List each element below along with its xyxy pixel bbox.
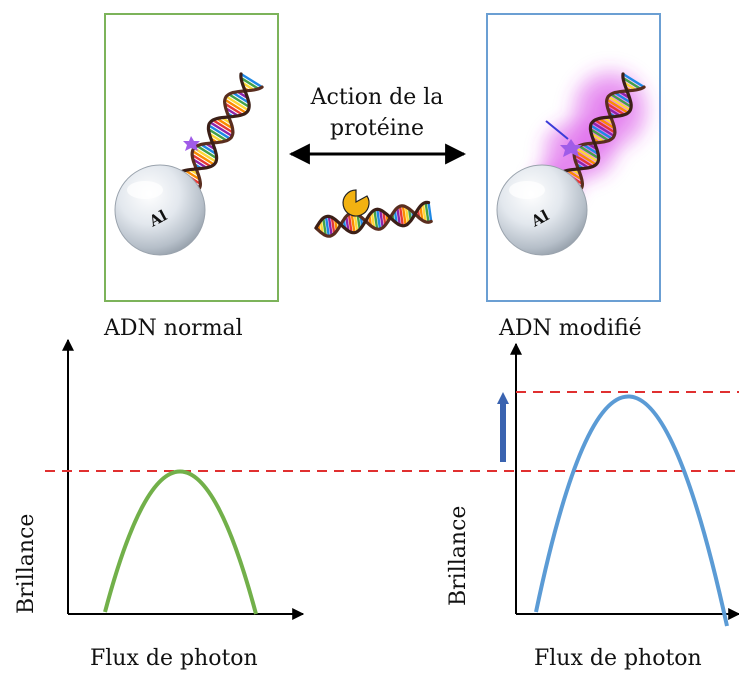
dna-base-pair: [427, 202, 433, 222]
right-x-axis-label: Flux de photon: [534, 646, 702, 671]
dna-base-pair: [573, 150, 597, 166]
dna-base-pair: [324, 216, 330, 237]
left-graph: [45, 338, 739, 620]
dna-base-pair: [225, 95, 249, 112]
dna-base-pair: [574, 158, 590, 169]
dna-base-pair: [573, 153, 594, 168]
dna-base-pair: [184, 169, 201, 181]
dna-base-pair: [591, 121, 615, 138]
dna-base-pair: [421, 203, 427, 223]
probe-line: [545, 120, 569, 140]
dna-strand: [174, 72, 251, 197]
left-panel-frame: [104, 13, 279, 302]
dna-base-pair: [404, 206, 410, 224]
left-y-axis-label: Brillance: [14, 513, 39, 614]
left-x-axis-label: Flux de photon: [90, 646, 258, 671]
left-aluminium-sphere-icon: [114, 164, 206, 256]
dna-strand: [178, 85, 264, 197]
dna-base-pair: [589, 128, 610, 142]
dna-base-pair: [207, 128, 228, 142]
left-panel-caption: ADN normal: [104, 316, 243, 341]
dna-base-pair: [192, 158, 208, 169]
dna-base-pair: [376, 209, 382, 230]
dna-base-pair: [424, 202, 430, 223]
dna-base-pair: [606, 98, 629, 114]
dna-base-pair: [224, 98, 247, 114]
dna-base-pair: [578, 144, 600, 160]
right-fluorophore-star-icon: [560, 139, 582, 157]
dna-base-pair: [373, 209, 379, 230]
dna-base-pair: [370, 211, 376, 229]
dna-base-pair: [356, 214, 361, 230]
dna-base-pair: [191, 153, 212, 168]
dna-strand: [314, 200, 431, 235]
dna-base-pair: [350, 212, 356, 233]
dna-base-pair: [240, 72, 263, 89]
dna-base-pair: [330, 217, 336, 234]
dna-base-pair: [607, 95, 631, 112]
dna-base-pair: [208, 132, 223, 143]
dna-base-pair: [614, 91, 632, 104]
right-panel-caption: ADN modifié: [499, 316, 642, 341]
dna-base-pair: [622, 76, 642, 90]
dna-base-pair: [191, 150, 215, 166]
dna-base-pair: [598, 117, 616, 130]
dna-strand: [560, 85, 646, 197]
dna-base-pair: [232, 91, 250, 104]
dna-base-pair: [594, 119, 616, 134]
up-arrow-icon: [497, 392, 509, 462]
protein-dna-helix-icon: [314, 200, 433, 238]
dna-base-pair: [590, 132, 605, 143]
dna-base-pair: [622, 72, 645, 89]
right-y-axis-label: Brillance: [446, 505, 471, 606]
dna-base-pair: [379, 209, 384, 228]
dna-base-pair: [590, 124, 613, 140]
dna-base-pair: [610, 93, 632, 108]
action-label-line1: Action de la: [310, 85, 444, 110]
dna-base-pair: [240, 76, 260, 90]
dna-base-pair: [575, 147, 599, 163]
dna-strand: [556, 72, 633, 197]
dna-strand: [314, 204, 433, 238]
dna-base-pair: [582, 143, 599, 155]
dna-base-pair: [208, 124, 231, 140]
left-brightness-curve: [103, 469, 258, 615]
dna-base-pair: [322, 217, 327, 236]
dna-base-pair: [196, 144, 218, 160]
dna-base-pair: [327, 216, 333, 236]
action-label: Action de la protéine: [277, 82, 477, 144]
dna-base-pair: [401, 205, 407, 226]
dna-base-pair: [396, 207, 401, 226]
right-panel-frame: [486, 13, 661, 302]
dna-base-pair: [228, 93, 250, 108]
dna-base-pair: [216, 117, 234, 130]
dna-base-pair: [209, 121, 233, 138]
dna-base-pair: [212, 119, 234, 134]
left-fluorophore-star-icon: [183, 136, 200, 151]
right-aluminium-sphere-icon: [496, 164, 588, 256]
protein-enzyme-icon: [342, 189, 370, 217]
dna-base-pair: [419, 205, 424, 221]
right-graph: [497, 342, 739, 627]
dna-base-pair: [398, 206, 404, 226]
right-brightness-curve: [534, 394, 729, 627]
action-label-line2: protéine: [330, 116, 424, 141]
dna-base-pair: [606, 102, 626, 116]
dna-base-pair: [566, 169, 583, 181]
dna-base-pair: [347, 213, 353, 233]
dna-base-pair: [224, 102, 244, 116]
dna-base-pair: [345, 216, 350, 232]
dna-base-pair: [200, 143, 217, 155]
